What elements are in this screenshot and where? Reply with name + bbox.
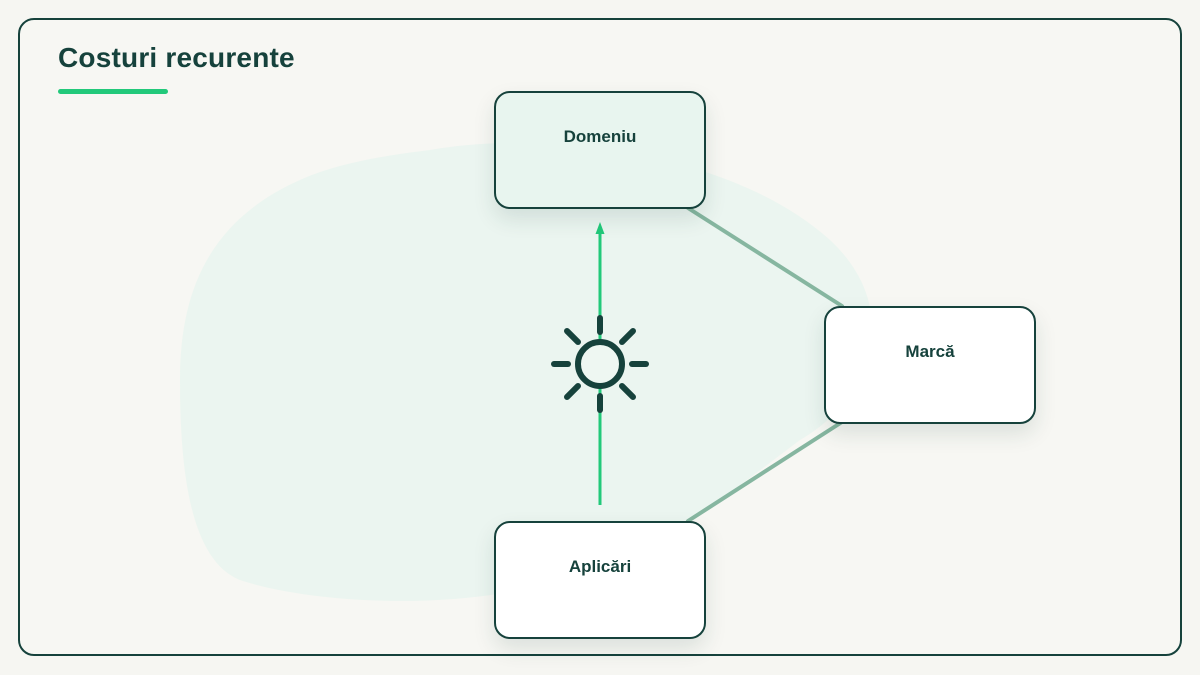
- node-aplicari[interactable]: Aplicări: [494, 521, 706, 639]
- node-domeniu[interactable]: Domeniu: [494, 91, 706, 209]
- page-title: Costuri recurente: [58, 42, 295, 73]
- title-underline: [58, 89, 168, 94]
- node-domeniu-label: Domeniu: [563, 127, 637, 146]
- node-aplicari-label: Aplicări: [568, 557, 632, 576]
- connector-marca-aplicari: [686, 420, 844, 523]
- arrow-aplicari-domeniu-head: [595, 222, 605, 234]
- background-blob: [180, 142, 873, 601]
- sun-icon: [551, 315, 649, 413]
- node-marca-label: Marcă: [905, 342, 955, 361]
- node-marca[interactable]: Marcă: [824, 306, 1036, 424]
- connector-domeniu-marca: [686, 206, 844, 308]
